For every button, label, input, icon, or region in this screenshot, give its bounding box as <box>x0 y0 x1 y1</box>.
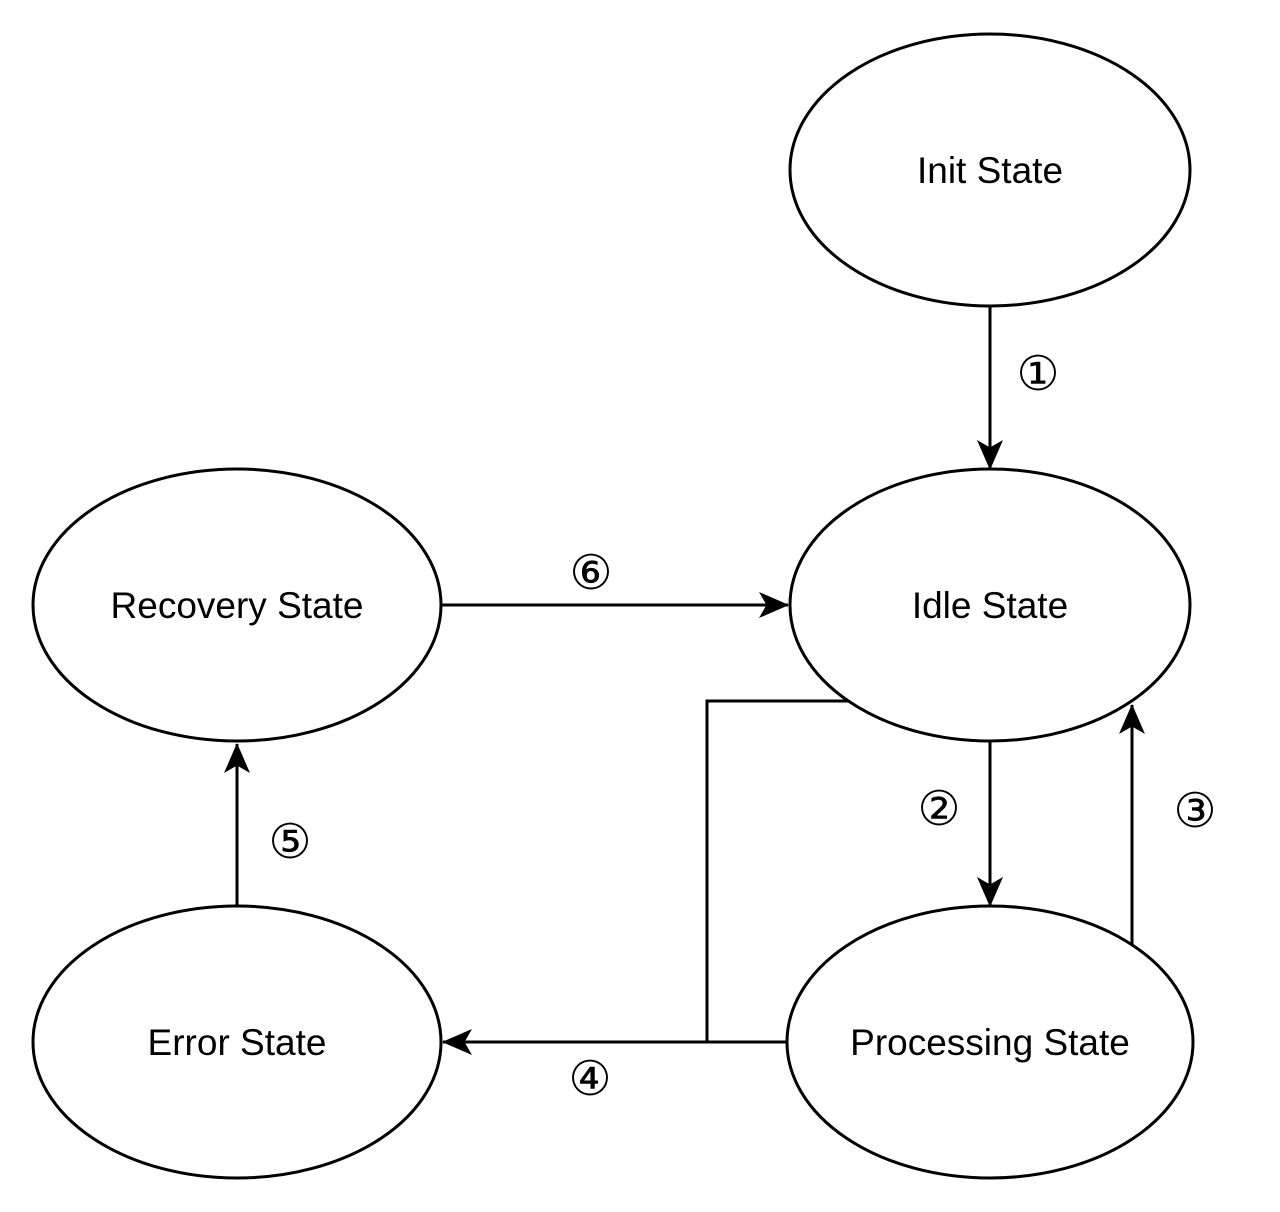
state-node-idle: Idle State <box>788 467 1192 743</box>
transition-5: ⑤ <box>224 743 312 905</box>
state-node-error-label: Error State <box>148 1022 327 1063</box>
transition-4-label: ④ <box>568 1051 611 1107</box>
transition-5-label: ⑤ <box>268 814 311 870</box>
state-node-recovery-label: Recovery State <box>111 585 364 626</box>
transition-6: ⑥ <box>441 545 789 618</box>
transition-2: ② <box>917 742 1003 907</box>
state-node-init-shape <box>788 32 1192 308</box>
state-node-processing: Processing State <box>785 904 1195 1180</box>
transition-4-branch-from-idle <box>705 699 848 1042</box>
transition-6-label: ⑥ <box>569 545 612 601</box>
state-node-error: Error State <box>31 904 443 1180</box>
state-node-idle-label: Idle State <box>912 585 1068 626</box>
transition-2-label: ② <box>917 781 960 837</box>
state-node-init-label: Init State <box>917 150 1063 191</box>
state-node-processing-label: Processing State <box>850 1022 1130 1063</box>
state-node-idle-shape <box>788 467 1192 743</box>
state-node-processing-shape <box>785 904 1195 1180</box>
transition-1-label: ① <box>1016 346 1059 402</box>
state-node-recovery: Recovery State <box>31 467 443 743</box>
transition-3: ③ <box>1119 704 1217 946</box>
transition-1: ① <box>977 307 1060 470</box>
transition-4: ④ <box>442 699 848 1107</box>
state-node-init: Init State <box>788 32 1192 308</box>
transition-3-label: ③ <box>1173 783 1216 839</box>
state-node-error-shape <box>31 904 443 1180</box>
state-node-recovery-shape <box>31 467 443 743</box>
